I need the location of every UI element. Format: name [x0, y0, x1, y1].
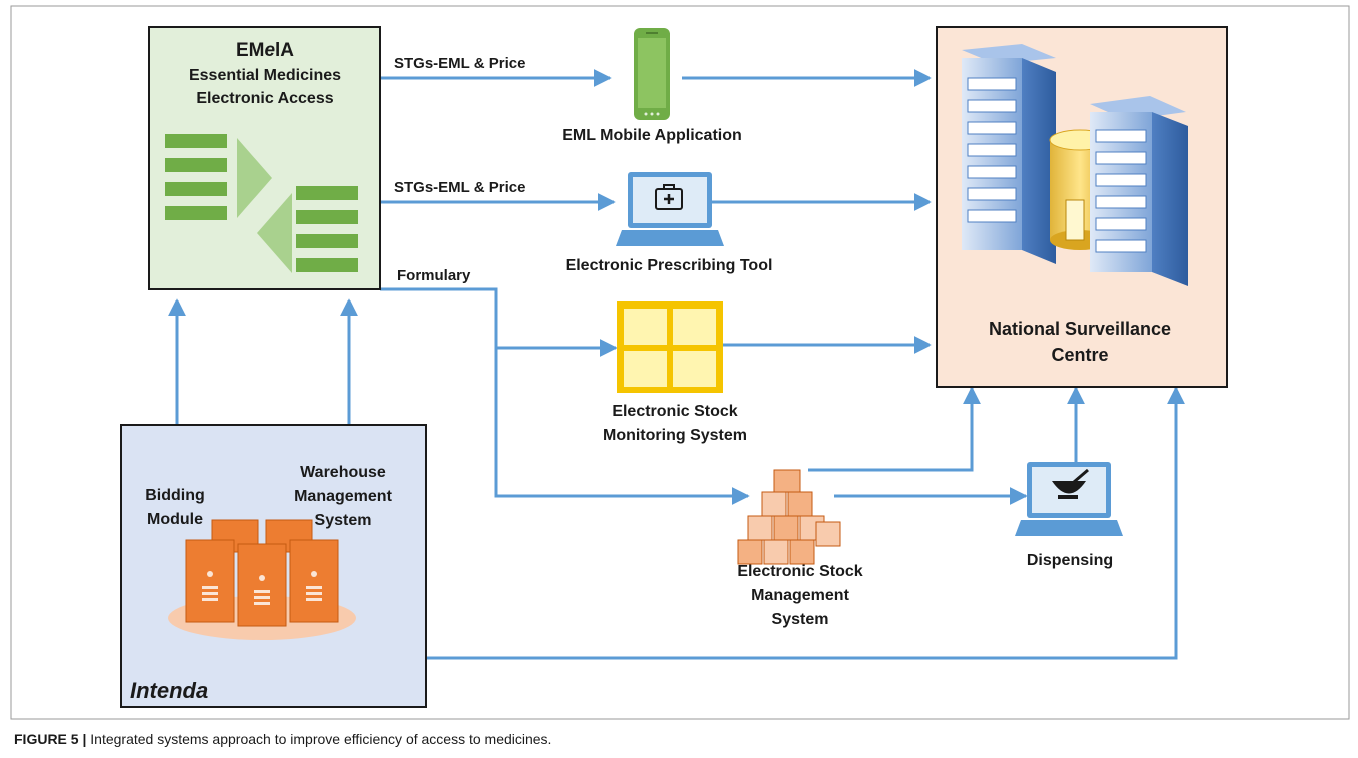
figure-frame: [10, 5, 1350, 720]
stock-monitoring-icon: [617, 301, 723, 393]
label-monitoring-line2: Monitoring System: [603, 427, 747, 444]
edge-label-stg-1: STGs-EML & Price: [394, 55, 525, 72]
intenda-title: Intenda: [130, 678, 208, 703]
laptop-medical-icon: [616, 172, 724, 246]
emela-title: EMelA: [236, 40, 294, 61]
label-warehouse-line1: Warehouse: [300, 464, 386, 481]
label-bidding-line2: Module: [147, 511, 203, 528]
nsc-title-line2: Centre: [1051, 345, 1108, 365]
arrow-emela-to-monitoring: [380, 287, 618, 357]
boxes-stack-icon: [737, 469, 841, 565]
edge-label-formulary: Formulary: [397, 267, 471, 284]
edge-label-stg-2: STGs-EML & Price: [394, 179, 525, 196]
arrow-stock-mgmt-to-nsc: [808, 386, 981, 472]
label-stock-mgmt-line1: Electronic Stock: [737, 563, 862, 580]
label-monitoring-line1: Electronic Stock: [612, 403, 737, 420]
nsc-title-line1: National Surveillance: [989, 319, 1171, 339]
connectors: [168, 69, 1185, 660]
arrow-left-shape-icon: [257, 193, 292, 273]
label-bidding-line1: Bidding: [145, 487, 205, 504]
nsc-box: National Surveillance Centre: [936, 26, 1228, 388]
list-right-icon: [296, 186, 358, 272]
emela-subtitle-line1: Essential Medicines: [189, 67, 341, 84]
arrow-intenda-to-nsc: [426, 386, 1185, 660]
intenda-box: Bidding Module Warehouse Management Syst…: [120, 424, 427, 708]
emela-subtitle-line2: Electronic Access: [196, 90, 333, 107]
label-dispensing: Dispensing: [1027, 552, 1113, 569]
label-mobile-app: EML Mobile Application: [562, 127, 742, 144]
server-cluster-icon: [168, 519, 356, 640]
label-warehouse-line2: Management: [294, 488, 392, 505]
caption-label: FIGURE 5 |: [14, 731, 86, 747]
mobile-phone-icon: [634, 28, 670, 120]
laptop-pharmacy-icon: [1015, 462, 1123, 536]
figure-caption: FIGURE 5 | Integrated systems approach t…: [14, 731, 551, 747]
label-warehouse-line3: System: [315, 512, 372, 529]
label-stock-mgmt-line3: System: [772, 611, 829, 628]
arrow-formulary-to-stock-mgmt: [494, 348, 750, 505]
server-database-icon: [962, 44, 1188, 286]
emela-box: EMelA Essential Medicines Electronic Acc…: [148, 26, 381, 290]
list-left-icon: [165, 134, 227, 220]
label-prescribing-tool: Electronic Prescribing Tool: [566, 257, 773, 274]
arrow-right-shape-icon: [237, 138, 272, 218]
label-stock-mgmt-line2: Management: [751, 587, 849, 604]
caption-text: Integrated systems approach to improve e…: [86, 731, 551, 747]
